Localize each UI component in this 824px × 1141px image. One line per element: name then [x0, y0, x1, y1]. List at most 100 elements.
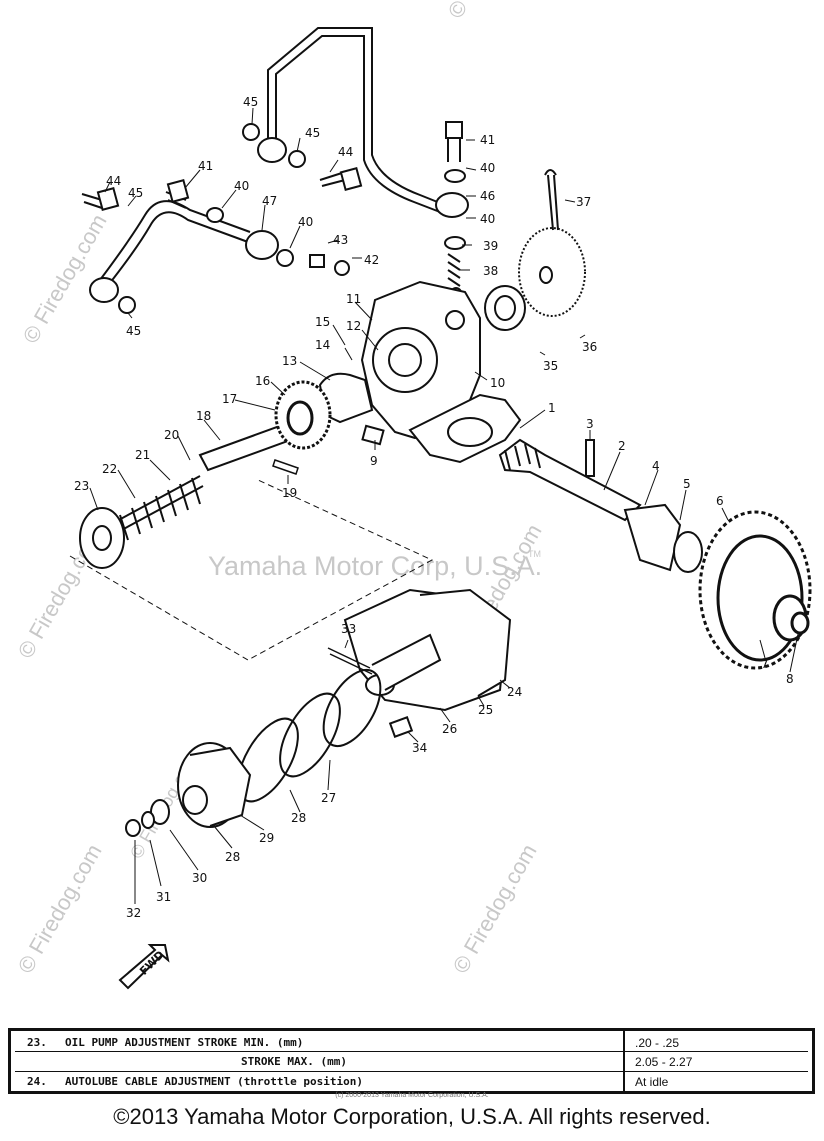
callout-12: 12: [346, 319, 361, 333]
callout-41: 41: [480, 133, 495, 147]
callout-44: 44: [338, 145, 353, 159]
callout-21: 21: [135, 448, 150, 462]
end-washers: [125, 799, 170, 837]
site-watermark: © Firedog.com: [443, 0, 537, 23]
spec-row-label: OIL PUMP ADJUSTMENT STROKE MIN. (mm): [65, 1036, 304, 1049]
callout-36: 36: [582, 340, 597, 354]
end-cover: [177, 742, 252, 828]
union-bolts: [81, 121, 463, 738]
collar: [623, 503, 703, 573]
pump-cover: [343, 588, 512, 712]
callout-28: 28: [291, 811, 306, 825]
callout-13: 13: [282, 354, 297, 368]
spec-row: 23. OIL PUMP ADJUSTMENT STROKE MIN. (mm)…: [11, 1034, 812, 1052]
oil-seal: [484, 285, 526, 331]
callout-40b: 40: [480, 161, 495, 175]
callout-28b: 28: [225, 850, 240, 864]
callout-26: 26: [442, 722, 457, 736]
callout-43: 43: [333, 233, 348, 247]
fwd-arrow: FWD: [118, 944, 170, 990]
callout-11: 11: [346, 292, 361, 306]
callout-19: 19: [282, 486, 297, 500]
leader-lines: [89, 107, 799, 904]
exploded-parts-diagram: Yamaha Motor Corp, U.S.A. TM © Firedog.c…: [13, 0, 812, 990]
pin-19: [272, 459, 299, 475]
spec-table-divider: [623, 1031, 625, 1091]
callout-22: 22: [102, 462, 117, 476]
spec-row-value: .20 - .25: [635, 1036, 680, 1050]
helical-gear: [698, 510, 812, 670]
callout-27: 27: [321, 791, 336, 805]
banjo-fittings: [89, 137, 469, 303]
callout-38: 38: [483, 264, 498, 278]
spec-row-value: At idle: [635, 1075, 669, 1089]
callout-37: 37: [576, 195, 591, 209]
pin-33: [327, 647, 373, 675]
callout-14: 14: [315, 338, 330, 352]
callout-44b: 44: [106, 174, 121, 188]
callout-3: 3: [586, 417, 594, 431]
callout-4: 4: [652, 459, 660, 473]
callout-39: 39: [483, 239, 498, 253]
callout-32: 32: [126, 906, 141, 920]
site-watermark: © Firedog.com: [448, 840, 542, 978]
spec-row-number: 24.: [27, 1075, 47, 1088]
callout-45c: 45: [128, 186, 143, 200]
callout-25: 25: [478, 703, 493, 717]
center-watermark: Yamaha Motor Corp, U.S.A.: [208, 551, 542, 581]
callout-31: 31: [156, 890, 171, 904]
spec-row: 24. AUTOLUBE CABLE ADJUSTMENT (throttle …: [11, 1073, 812, 1091]
spec-row-label: AUTOLUBE CABLE ADJUSTMENT (throttle posi…: [65, 1075, 364, 1088]
pump-housing: [360, 280, 522, 464]
adjust-plate: [79, 507, 125, 569]
callout-40d: 40: [298, 215, 313, 229]
callout-35: 35: [543, 359, 558, 373]
callout-8: 8: [786, 672, 794, 686]
callout-45d: 45: [126, 324, 141, 338]
spec-table-rule: [15, 1051, 808, 1052]
callout-17: 17: [222, 392, 237, 406]
callout-40c: 40: [234, 179, 249, 193]
spec-row-value: 2.05 - 2.27: [635, 1055, 693, 1069]
callout-9: 9: [370, 454, 378, 468]
spec-row: STROKE MAX. (mm) 2.05 - 2.27: [11, 1053, 812, 1071]
callout-18: 18: [196, 409, 211, 423]
cotter-pin: [544, 169, 559, 231]
assembly-outline: [69, 479, 434, 661]
knock-pin: [585, 439, 595, 477]
adjust-spring: [114, 475, 204, 541]
tm-mark: TM: [528, 549, 541, 559]
callout-numbers: 1 2 3 4 5 6 7 8 9 10 11 12 13 14 15 16 1…: [74, 95, 794, 920]
spec-table-rule: [15, 1071, 808, 1072]
callout-29: 29: [259, 831, 274, 845]
callout-24: 24: [507, 685, 522, 699]
callout-5: 5: [683, 477, 691, 491]
callout-16: 16: [255, 374, 270, 388]
spec-row-number: 23.: [27, 1036, 47, 1049]
callout-47: 47: [262, 194, 277, 208]
callout-7: 7: [761, 657, 769, 671]
callout-46: 46: [480, 189, 495, 203]
oil-delivery-pipe-upper: [267, 27, 446, 213]
tiny-copyright: (c) 2000-2013 Yamaha Motor Corporation, …: [335, 1092, 489, 1099]
drive-gear-small: [274, 380, 332, 450]
oil-delivery-pipe-lower: [99, 200, 251, 289]
callout-42: 42: [364, 253, 379, 267]
spec-row-label: STROKE MAX. (mm): [241, 1055, 347, 1068]
site-watermark: © Firedog.com: [13, 840, 107, 978]
callout-2: 2: [618, 439, 626, 453]
gasket-disc: [518, 227, 586, 317]
callout-45: 45: [305, 126, 320, 140]
callout-6: 6: [716, 494, 724, 508]
callout-41b: 41: [198, 159, 213, 173]
callout-15: 15: [315, 315, 330, 329]
callout-23: 23: [74, 479, 89, 493]
callout-40: 40: [480, 212, 495, 226]
callout-30: 30: [192, 871, 207, 885]
callout-33: 33: [341, 622, 356, 636]
spec-table: 23. OIL PUMP ADJUSTMENT STROKE MIN. (mm)…: [8, 1028, 815, 1094]
copyright-footer: ©2013 Yamaha Motor Corporation, U.S.A. A…: [113, 1104, 711, 1129]
callout-34: 34: [412, 741, 427, 755]
callout-1: 1: [548, 401, 556, 415]
callout-45b: 45: [243, 95, 258, 109]
